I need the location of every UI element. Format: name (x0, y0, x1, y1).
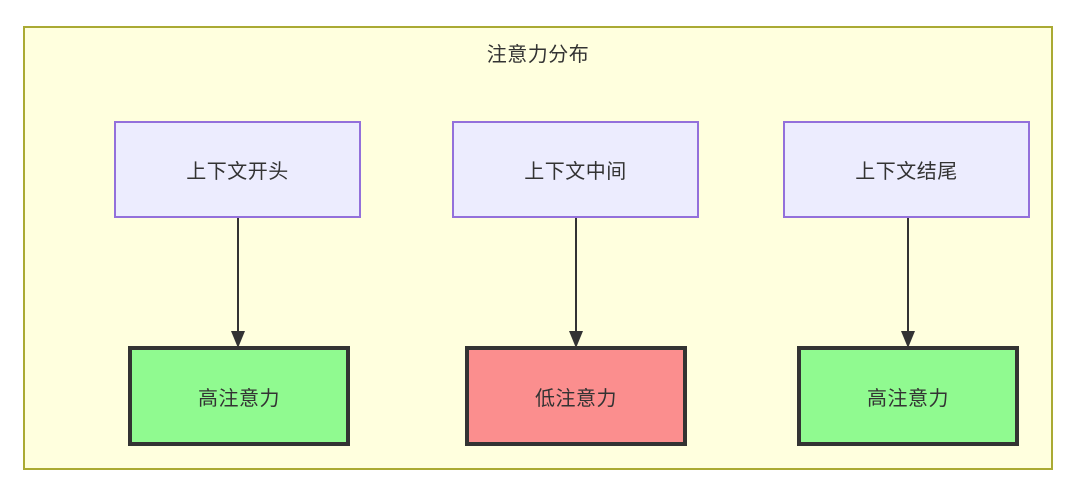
edge-arrow-2 (567, 218, 585, 348)
node-low-attention-middle-label: 低注意力 (535, 387, 617, 410)
node-context-end-label: 上下文结尾 (855, 161, 958, 183)
node-context-start-label: 上下文开头 (186, 161, 289, 183)
node-high-attention-start-label: 高注意力 (198, 387, 280, 410)
node-context-middle-label: 上下文中间 (524, 161, 627, 183)
edge-arrow-3 (899, 218, 917, 348)
edge-arrow-1 (229, 218, 247, 348)
diagram-title: 注意力分布 (486, 44, 590, 66)
node-low-attention-middle[interactable]: 低注意力 (465, 346, 687, 446)
node-high-attention-start[interactable]: 高注意力 (128, 346, 350, 446)
node-context-start[interactable]: 上下文开头 (114, 121, 361, 218)
node-context-middle[interactable]: 上下文中间 (452, 121, 699, 218)
node-high-attention-end-label: 高注意力 (867, 387, 949, 410)
node-high-attention-end[interactable]: 高注意力 (797, 346, 1019, 446)
attention-distribution-subgraph: 注意力分布 上下文开头 上下文中间 上下文结尾 (23, 26, 1053, 470)
node-context-end[interactable]: 上下文结尾 (783, 121, 1030, 218)
